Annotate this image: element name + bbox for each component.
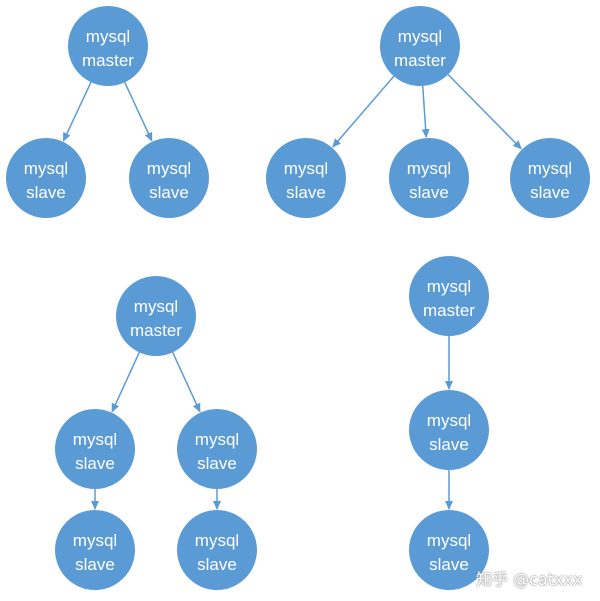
node-circle — [177, 409, 257, 489]
node-circle — [409, 390, 489, 470]
mysql-master-node: mysql master — [409, 256, 489, 336]
mysql-slave-node: mysql slave — [129, 138, 209, 218]
node-label-line-2: master — [130, 321, 182, 340]
node-circle — [510, 138, 590, 218]
node-label-line-1: mysql — [427, 277, 471, 296]
node-circle — [116, 276, 196, 356]
replication-arrow — [124, 81, 153, 142]
node-label-line-2: slave — [286, 183, 326, 202]
node-circle — [380, 6, 460, 86]
node-label-line-2: slave — [75, 454, 115, 473]
node-label-line-2: slave — [197, 555, 237, 574]
node-label-line-1: mysql — [147, 159, 191, 178]
node-label-line-1: mysql — [528, 159, 572, 178]
node-label-line-2: slave — [429, 555, 469, 574]
diagram-tree-two-slaves: mysql master mysql slave mysql slave — [6, 6, 209, 218]
node-label-line-2: slave — [197, 454, 237, 473]
mysql-slave-node: mysql slave — [6, 138, 86, 218]
node-circle — [266, 138, 346, 218]
node-label-line-1: mysql — [398, 27, 442, 46]
node-label-line-1: mysql — [73, 430, 117, 449]
mysql-slave-node: mysql slave — [55, 409, 135, 489]
node-label-line-1: mysql — [86, 27, 130, 46]
mysql-slave-node: mysql slave — [409, 390, 489, 470]
mysql-slave-node: mysql slave — [510, 138, 590, 218]
replication-arrow — [171, 352, 201, 413]
node-label-line-1: mysql — [195, 430, 239, 449]
node-label-line-1: mysql — [134, 297, 178, 316]
mysql-master-node: mysql master — [68, 6, 148, 86]
mysql-slave-node: mysql slave — [266, 138, 346, 218]
replication-arrow — [447, 73, 522, 150]
node-circle — [177, 510, 257, 590]
node-label-line-2: slave — [26, 183, 66, 202]
diagram-tree-three-slaves: mysql master mysql slave mysql slave mysql slav… — [266, 6, 590, 218]
node-circle — [389, 138, 469, 218]
diagram-tree-cascade: mysql master mysql slave mysql slave mysql slav… — [55, 276, 257, 590]
mysql-master-node: mysql master — [116, 276, 196, 356]
replication-arrow — [421, 85, 430, 139]
node-label-line-2: slave — [429, 435, 469, 454]
node-label-line-2: slave — [149, 183, 189, 202]
node-label-line-2: slave — [75, 555, 115, 574]
replication-arrow — [62, 81, 92, 142]
node-label-line-1: mysql — [284, 159, 328, 178]
node-label-line-2: slave — [530, 183, 570, 202]
node-label-line-1: mysql — [195, 531, 239, 550]
node-label-line-1: mysql — [427, 531, 471, 550]
node-circle — [129, 138, 209, 218]
mysql-slave-node: mysql slave — [177, 510, 257, 590]
watermark: 知乎 @catxxx — [476, 570, 583, 589]
mysql-slave-node: mysql slave — [177, 409, 257, 489]
node-circle — [409, 256, 489, 336]
node-label-line-2: master — [394, 51, 446, 70]
node-circle — [55, 510, 135, 590]
replication-arrow — [332, 75, 395, 148]
mysql-master-node: mysql master — [380, 6, 460, 86]
node-label-line-2: master — [82, 51, 134, 70]
mysql-slave-node: mysql slave — [389, 138, 469, 218]
nodes-layer: mysql master mysql slave mysql slave mysql mast… — [6, 6, 590, 590]
node-label-line-1: mysql — [407, 159, 451, 178]
node-circle — [6, 138, 86, 218]
node-circle — [68, 6, 148, 86]
node-label-line-2: master — [423, 301, 475, 320]
node-label-line-1: mysql — [73, 531, 117, 550]
node-circle — [409, 510, 489, 590]
node-label-line-1: mysql — [24, 159, 68, 178]
edges-layer — [62, 73, 522, 510]
node-label-line-2: slave — [409, 183, 449, 202]
mysql-slave-node: mysql slave — [409, 510, 489, 590]
mysql-slave-node: mysql slave — [55, 510, 135, 590]
replication-arrow — [111, 352, 141, 413]
node-label-line-1: mysql — [427, 411, 471, 430]
diagram-chain: mysql master mysql slave mysql slave — [409, 256, 489, 590]
node-circle — [55, 409, 135, 489]
